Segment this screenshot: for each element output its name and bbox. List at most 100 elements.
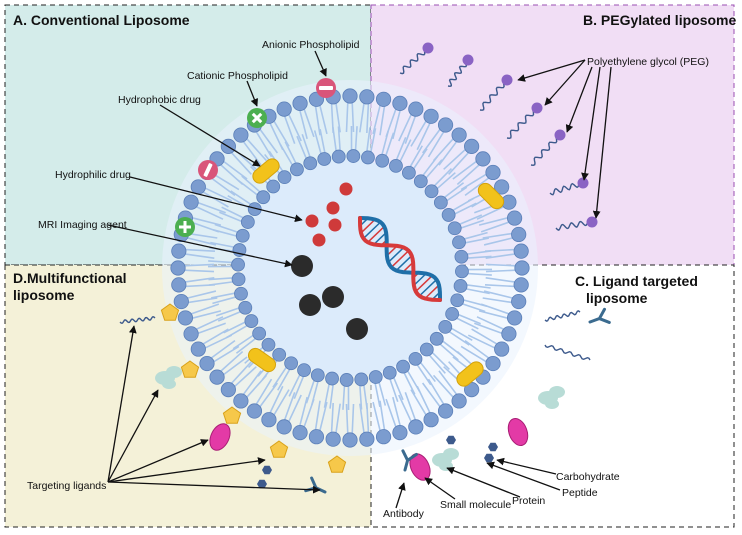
lipid-tail — [448, 331, 470, 346]
quadrant-multifunctional-title-line2: liposome — [13, 287, 75, 303]
lipid-head — [346, 149, 361, 163]
lipid-tail — [287, 113, 302, 142]
callout-arrow — [129, 176, 303, 223]
lipid-tail — [427, 130, 445, 158]
lipid-tail — [427, 378, 445, 406]
hexagon-icon — [257, 479, 267, 489]
lipid-tail — [208, 281, 233, 286]
lipid-tail — [385, 398, 397, 428]
hydrophilic-drug — [305, 214, 319, 228]
pentagon-icon — [222, 406, 242, 424]
lipid-head — [375, 153, 390, 168]
lipid-tail — [459, 214, 483, 226]
lipid-tail — [392, 396, 402, 427]
lipid-tail — [219, 211, 242, 223]
lipid-head — [453, 279, 468, 293]
lipid-head — [276, 101, 292, 117]
lipid-tail — [241, 175, 261, 193]
lipid-head — [413, 174, 428, 189]
lipid-tail — [208, 260, 233, 264]
callout-arrow — [565, 66, 593, 133]
hydrophobic-drug-group — [247, 158, 505, 387]
minus-icon — [203, 163, 213, 177]
lipid-tail — [258, 382, 279, 408]
lipid-tail — [398, 394, 413, 423]
lipid-tail — [219, 350, 244, 373]
lipid-head — [170, 260, 186, 276]
lipid-tail — [210, 241, 234, 248]
lipid-tail — [425, 159, 443, 179]
lipid-head — [445, 307, 460, 321]
lipid-head — [183, 326, 199, 342]
lipid-head — [240, 215, 255, 229]
callout-arrow — [486, 461, 561, 491]
lipid-head — [429, 331, 444, 346]
hexagon-icon — [484, 453, 494, 463]
lipid-tail — [335, 102, 341, 133]
lipid-head — [235, 228, 250, 243]
lipid-tail — [283, 115, 296, 144]
lipid-head — [392, 95, 408, 112]
anionic-phospholipid — [198, 160, 218, 180]
lipid-tail — [184, 277, 215, 283]
antibody-arm — [588, 307, 611, 324]
lipid-tail — [410, 120, 427, 147]
lipid-tail — [345, 403, 349, 435]
lipid-tail — [287, 394, 302, 423]
lipid-head — [233, 127, 249, 143]
lipid-tail — [422, 155, 439, 176]
lipid-head — [464, 138, 480, 154]
peg-chain — [506, 106, 538, 140]
label-peg: Polyethylene glycol (PEG) — [587, 56, 709, 68]
lipid-head — [511, 226, 527, 243]
lipid-tail — [416, 364, 432, 386]
peg-bead — [422, 42, 434, 54]
lipid-head — [359, 89, 375, 105]
lipid-tail — [187, 297, 218, 304]
lipid-tail — [438, 370, 458, 396]
hydrophobic-drug — [247, 347, 277, 373]
lipid-tail — [392, 377, 404, 401]
lipid-tail — [303, 108, 315, 138]
small-molecule — [507, 417, 529, 447]
lipid-tail — [406, 370, 421, 393]
dna-base-pair — [424, 284, 440, 300]
lipid-tail — [183, 269, 215, 273]
lipid-tail — [466, 288, 490, 295]
lipid-head — [234, 286, 248, 301]
lipid-tail — [467, 334, 496, 349]
lipid-tail — [186, 290, 217, 300]
lipid-tail — [210, 292, 235, 299]
mri-agent — [291, 255, 313, 277]
dna-base-pair — [387, 246, 405, 263]
lipid-tail — [476, 205, 505, 220]
lipid-tail — [378, 382, 387, 406]
peptide-chain — [119, 316, 156, 324]
hydrophilic-drug — [328, 218, 342, 232]
lipid-head — [475, 151, 491, 167]
lipid-head — [513, 243, 529, 259]
lipid-head — [220, 382, 236, 398]
lipid-tail — [379, 105, 386, 136]
peg-chain — [479, 79, 508, 111]
callout-arrow — [446, 466, 521, 498]
lipid-tail — [273, 389, 290, 416]
lipid-tail — [222, 160, 248, 180]
mri-agent — [299, 294, 321, 316]
lipid-head — [199, 355, 215, 372]
lipid-tail — [197, 201, 226, 214]
lipid-tail — [232, 334, 254, 350]
lipid-tail — [204, 187, 233, 202]
lipid-tail — [212, 173, 240, 191]
mri-agent — [322, 286, 344, 308]
lipid-tail — [225, 324, 248, 339]
lipid-tail — [478, 216, 509, 226]
lipid-head — [339, 373, 354, 387]
lipid-tail — [313, 130, 322, 154]
lipid-tail — [476, 316, 505, 331]
lipid-head — [303, 156, 318, 171]
lipid-tail — [483, 236, 514, 246]
hydrophobic-drug — [456, 361, 484, 387]
peptide-chain — [544, 310, 581, 322]
lipid-tail — [474, 322, 503, 335]
